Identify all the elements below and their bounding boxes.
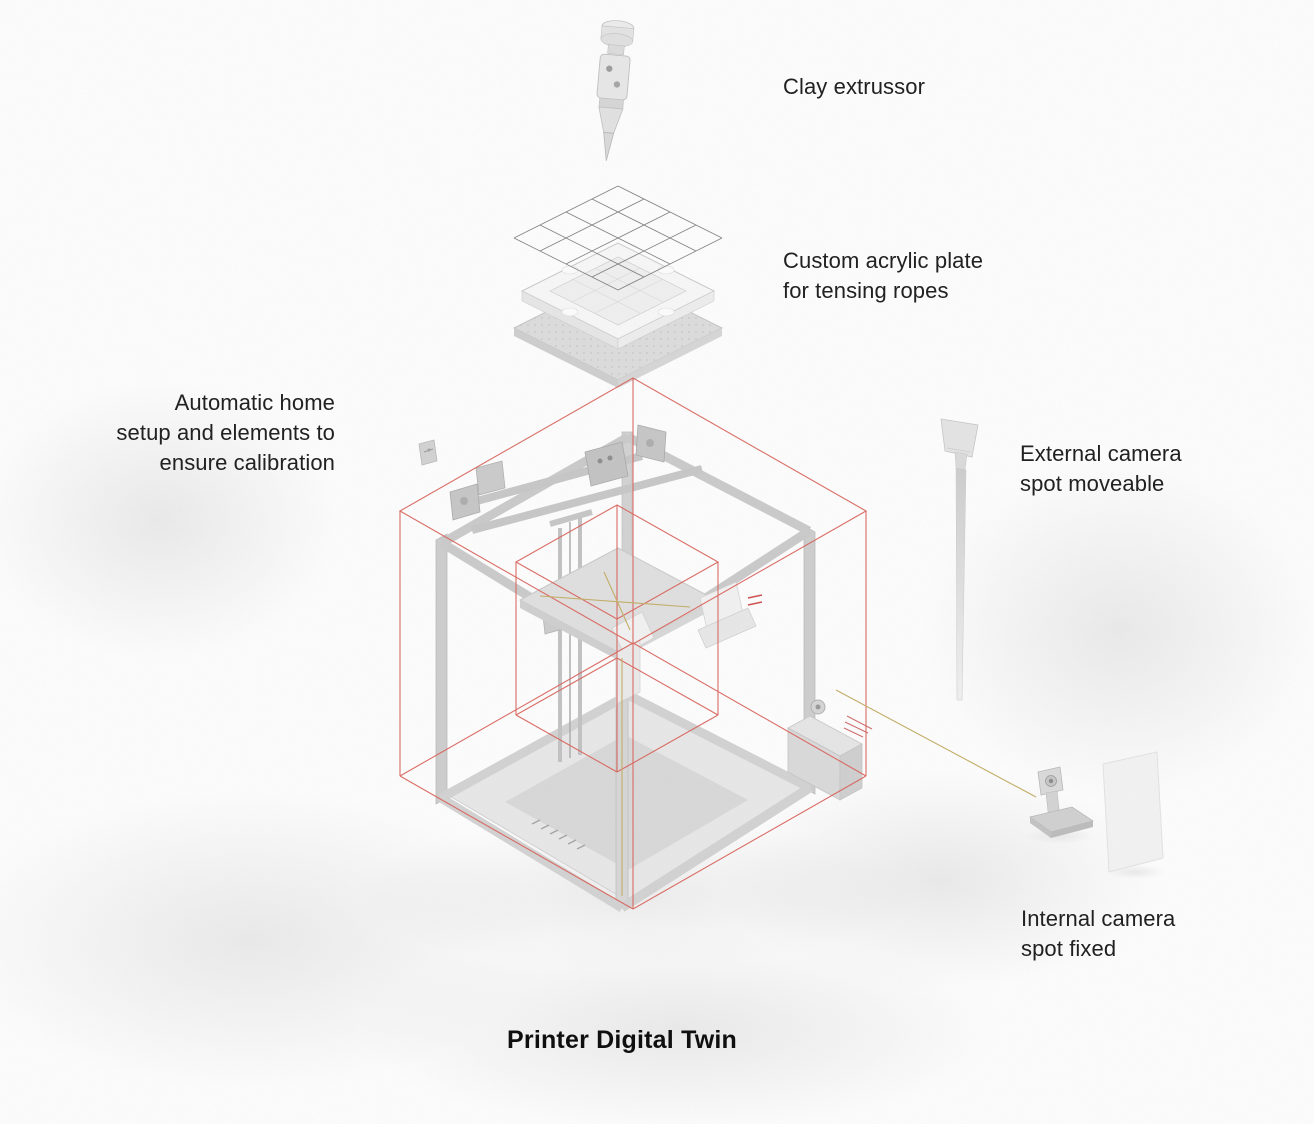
label-acrylic-plate: Custom acrylic plate for tensing ropes (783, 248, 984, 303)
label-external-camera: External camera spot moveable (1020, 441, 1182, 496)
label-internal-camera: Internal camera spot fixed (1021, 906, 1176, 961)
page-title: Printer Digital Twin (507, 1026, 737, 1054)
label-auto-home: Automatic home setup and elements to ens… (116, 390, 335, 475)
label-clay-extruder: Clay extrussor (783, 74, 925, 99)
